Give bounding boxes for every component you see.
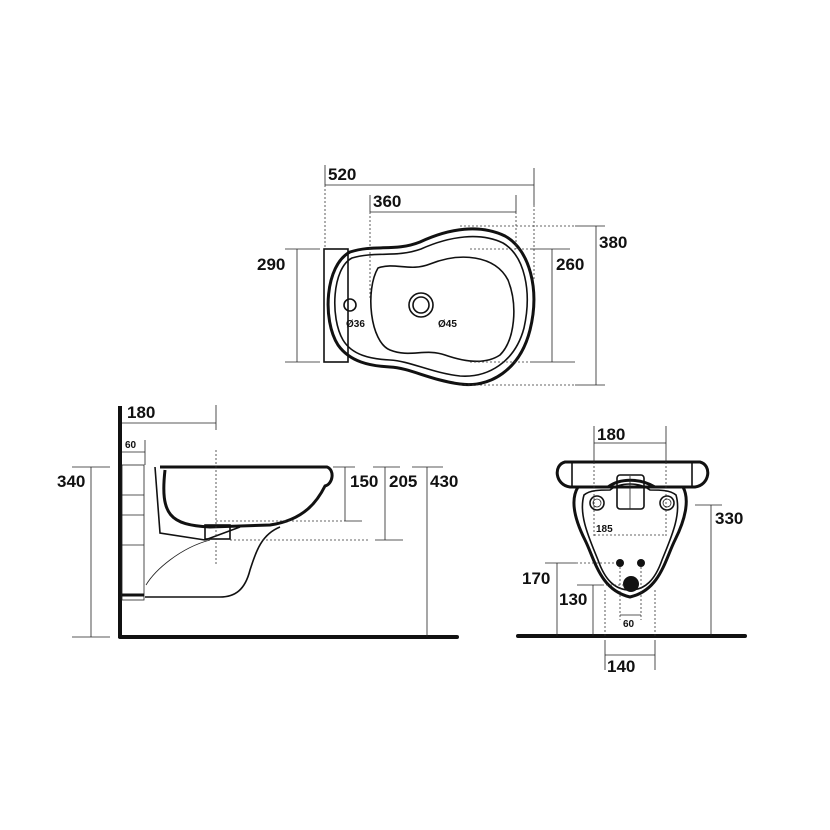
- outlet-hole-icon: [623, 576, 639, 592]
- dim-width-overall: 520: [328, 165, 356, 184]
- fixing-hole-right-icon: [659, 495, 675, 511]
- supply-hole-right-icon: [637, 559, 645, 567]
- dim-supply-spacing: 60: [623, 619, 635, 630]
- bidet-outline-side: [160, 465, 334, 529]
- wall-plate: [323, 248, 349, 363]
- dim-outlet-depth: 205: [389, 472, 417, 491]
- drain-outer-icon: [408, 292, 434, 318]
- dim-outlet-height: 130: [559, 590, 587, 609]
- dim-width-basin: 360: [373, 192, 401, 211]
- basin-inner: [370, 256, 515, 363]
- dim-fixing-offset: 60: [125, 440, 137, 451]
- dim-basin-depth: 150: [350, 472, 378, 491]
- label-tap-hole: Ø36: [346, 319, 365, 330]
- label-drain-hole: Ø45: [438, 319, 457, 330]
- fixing-hole-left-icon: [589, 495, 605, 511]
- dim-inner-width: 185: [596, 524, 613, 535]
- dim-fixing-height-front: 330: [715, 509, 743, 528]
- bidet-outline-top: [326, 227, 536, 387]
- dim-depth-wall: 290: [257, 255, 285, 274]
- dim-depth-basin: 260: [556, 255, 584, 274]
- dim-rim-height: 430: [430, 472, 458, 491]
- dim-supply-height: 170: [522, 569, 550, 588]
- dim-axis-from-wall: 180: [127, 403, 155, 422]
- bidet-outline-front: [572, 478, 688, 599]
- drain-inner-icon: [412, 296, 430, 314]
- supply-hole-left-icon: [616, 559, 624, 567]
- rim-outline-front: [555, 460, 710, 489]
- dim-fixing-spacing: 180: [597, 425, 625, 444]
- side-view: 180 60 340 150 205 430: [57, 403, 459, 639]
- bidet-rim-inner: [333, 235, 528, 377]
- top-view: 520 360 290 260 380 Ø36 Ø45: [257, 165, 627, 387]
- tap-hole-icon: [343, 298, 357, 312]
- dim-depth-overall: 380: [599, 233, 627, 252]
- front-view: 180 330 185 170 130 60 140: [516, 425, 747, 676]
- dim-outlet-width: 140: [607, 657, 635, 676]
- dim-fixing-height: 340: [57, 472, 85, 491]
